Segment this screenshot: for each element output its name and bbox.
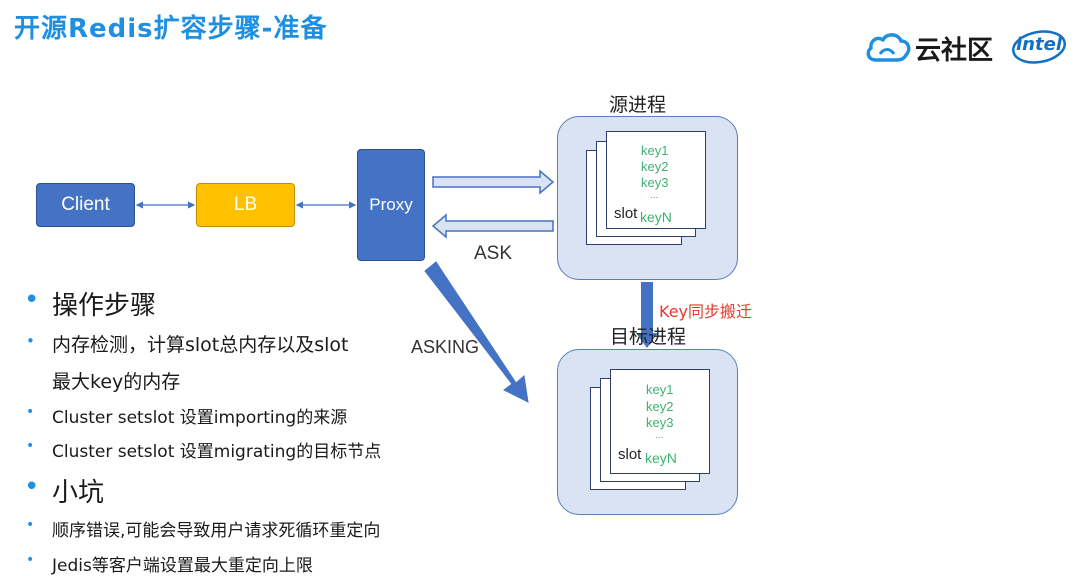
target-key-1: key1: [646, 382, 674, 397]
source-key-2: key2: [641, 159, 669, 174]
target-sheet-front: [610, 369, 710, 474]
source-key-1: key1: [641, 143, 669, 158]
ask-arrow: [431, 213, 554, 239]
target-key-ellipsis: ...: [655, 430, 664, 441]
lb-node: LB: [196, 183, 295, 227]
source-key-3: key3: [641, 175, 669, 190]
source-key-ellipsis: ...: [650, 190, 659, 201]
target-slot-label: slot: [618, 446, 642, 463]
key-sync-label: Key同步搬迁: [659, 302, 753, 321]
asking-label: ASKING: [411, 337, 480, 357]
proxy-to-source-arrow: [432, 169, 555, 195]
cloud-logo-text: 云社区: [915, 36, 994, 66]
target-slot-key: keyN: [645, 450, 677, 466]
source-sheet-front: [606, 131, 706, 229]
slide-title: 开源Redis扩容步骤-准备: [14, 14, 328, 44]
cloud-logo-icon: [866, 33, 911, 62]
source-slot-label: slot: [614, 205, 638, 222]
target-process-title: 目标进程: [610, 327, 687, 348]
target-key-3: key3: [646, 415, 674, 430]
intel-logo-icon: [1012, 30, 1066, 64]
key-sync-arrow: [636, 282, 658, 348]
proxy-node: Proxy: [357, 149, 425, 261]
asking-arrow: [424, 261, 529, 403]
source-slot-key: keyN: [640, 209, 672, 225]
intel-logo-text: intel: [1016, 34, 1062, 55]
source-process-title: 源进程: [609, 95, 667, 116]
target-key-2: key2: [646, 399, 674, 414]
client-node: Client: [36, 183, 135, 227]
ask-label: ASK: [474, 243, 513, 264]
